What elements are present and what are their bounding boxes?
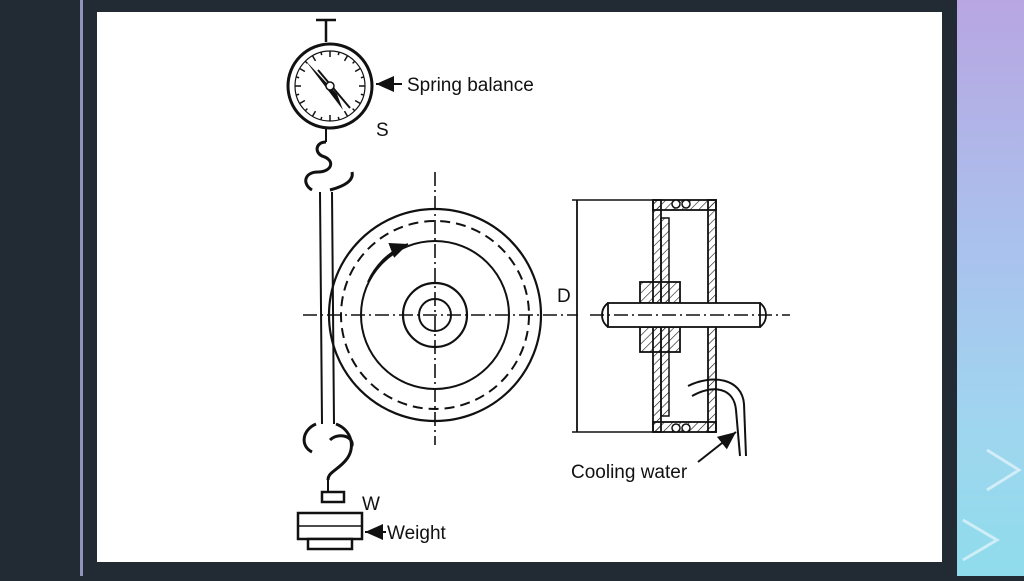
dial-tick [352,108,356,112]
label-arrows [365,76,737,540]
label-s: S [376,120,389,141]
brake-drum-front-view [303,172,578,445]
dial-tick [320,116,323,121]
dial-tick [295,76,300,79]
dial-tick [311,110,317,117]
label-weight: Weight [387,523,447,544]
dial-tick [343,110,349,117]
dial-tick [337,116,340,121]
dial-tick [304,108,308,112]
dial-tick [360,76,365,79]
dial-tick [352,60,356,64]
decorative-side-panel [957,0,1024,576]
dial-tick [299,67,306,73]
dial-tick [354,67,361,73]
brake-drum-side-view [572,199,790,457]
upper-hook [304,140,354,192]
label-diameter-d: D [557,286,571,307]
rope-brake-dynamometer-diagram: Spring balance S D W Weight Cooling wate… [286,18,790,551]
dial-tick [295,93,300,96]
brake-rope [319,191,335,425]
spring-balance [286,18,374,142]
chevron-decoration-icon [962,448,1022,562]
label-spring-balance: Spring balance [407,75,534,96]
dial-tick [320,51,323,56]
dial-tick [360,93,365,96]
dial-tick [354,99,361,105]
dial-tick [337,51,340,56]
label-w: W [362,494,380,515]
weight-block [296,490,364,551]
dial-tick [343,55,349,62]
lower-hook [302,422,354,492]
dial-tick [304,60,308,64]
left-accent-bar [80,0,83,576]
dial-tick [299,99,306,105]
dial-tick [311,55,317,62]
label-cooling-water: Cooling water [571,462,688,483]
slide-canvas: Spring balance S D W Weight Cooling wate… [97,12,942,562]
